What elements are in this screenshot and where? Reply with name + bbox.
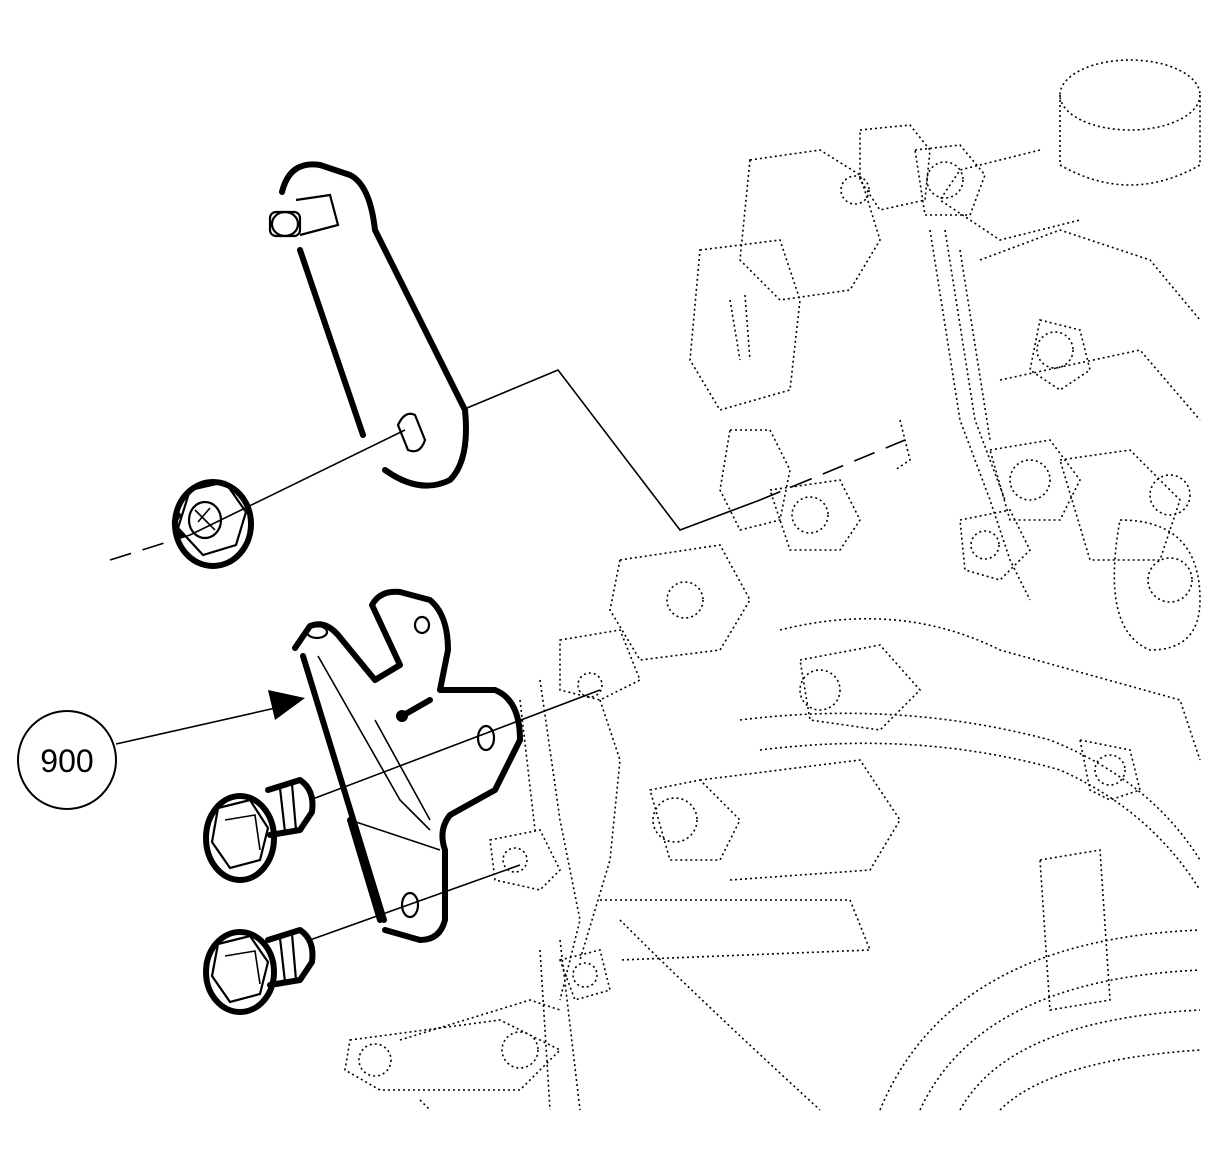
support-link <box>268 161 469 489</box>
callout-label: 900 <box>40 743 93 779</box>
flange-nut <box>171 479 254 569</box>
callout-arrowhead <box>268 690 305 720</box>
mounting-bracket <box>292 588 523 943</box>
callout-900: 900 <box>17 690 305 810</box>
flange-bolt-upper <box>203 777 316 883</box>
centerlines <box>109 369 906 941</box>
engine-block-background <box>344 59 1201 1111</box>
callout-leader-line <box>115 706 281 745</box>
link-pin-stud <box>268 193 340 238</box>
flange-bolt-lower <box>203 927 316 1015</box>
